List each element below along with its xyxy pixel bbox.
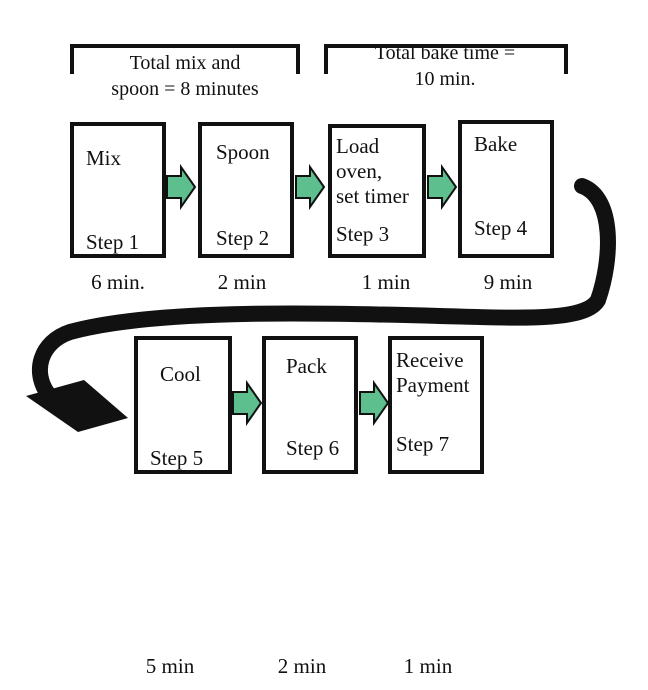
step-name: Spoon xyxy=(216,140,270,164)
step-name: Mix xyxy=(86,146,122,170)
step-number: Step 3 xyxy=(336,222,390,246)
step-box-3: Load oven, set timer Step 3 xyxy=(328,124,426,258)
step-name: Bake xyxy=(474,132,518,156)
step-number: Step 2 xyxy=(216,226,270,250)
mix-spoon-bracket-label: Total mix and spoon = 8 minutes xyxy=(70,50,300,102)
return-arrowhead-icon xyxy=(26,380,128,432)
bake-bracket-line2: 10 min. xyxy=(414,68,476,90)
step-name: Load oven, set timer xyxy=(336,134,409,208)
step-time: 9 min xyxy=(483,270,533,294)
step-time: 5 min xyxy=(145,654,195,678)
step-number: Step 4 xyxy=(474,216,528,240)
step-name: Cool xyxy=(160,362,201,386)
step-number: Step 1 xyxy=(86,230,140,254)
step-time: 1 min xyxy=(403,654,453,678)
step-time: 1 min xyxy=(361,270,411,294)
bake-bracket-line1: Total bake time = xyxy=(374,42,516,64)
step-box-5: Cool Step 5 xyxy=(134,336,232,474)
flow-arrow-icon xyxy=(232,379,263,427)
step-time: 2 min xyxy=(277,654,327,678)
step-box-2: Spoon Step 2 xyxy=(198,122,294,258)
step-time: 2 min xyxy=(217,270,267,294)
bake-bracket xyxy=(324,44,568,74)
flow-arrow-icon xyxy=(359,379,390,427)
flow-arrow-icon xyxy=(166,163,197,211)
step-box-1: Mix Step 1 xyxy=(70,122,166,258)
step-box-7: Receive Payment Step 7 xyxy=(388,336,484,474)
flow-arrow-icon xyxy=(427,163,458,211)
step-time: 6 min. xyxy=(91,270,145,294)
mix-spoon-bracket-line2: spoon = 8 minutes xyxy=(111,78,259,100)
bake-bracket-label: Total bake time = 10 min. xyxy=(320,40,570,92)
step-box-6: Pack Step 6 xyxy=(262,336,358,474)
flow-arrow-icon xyxy=(295,163,326,211)
step-number: Step 5 xyxy=(150,446,204,470)
return-arrow-icon xyxy=(32,178,616,402)
mix-spoon-bracket-line1: Total mix and xyxy=(129,52,241,74)
step-box-4: Bake Step 4 xyxy=(458,120,554,258)
step-name: Receive Payment xyxy=(396,348,470,397)
step-number: Step 6 xyxy=(286,436,340,460)
step-number: Step 7 xyxy=(396,432,450,456)
mix-spoon-bracket xyxy=(70,44,300,74)
step-name: Pack xyxy=(286,354,327,378)
